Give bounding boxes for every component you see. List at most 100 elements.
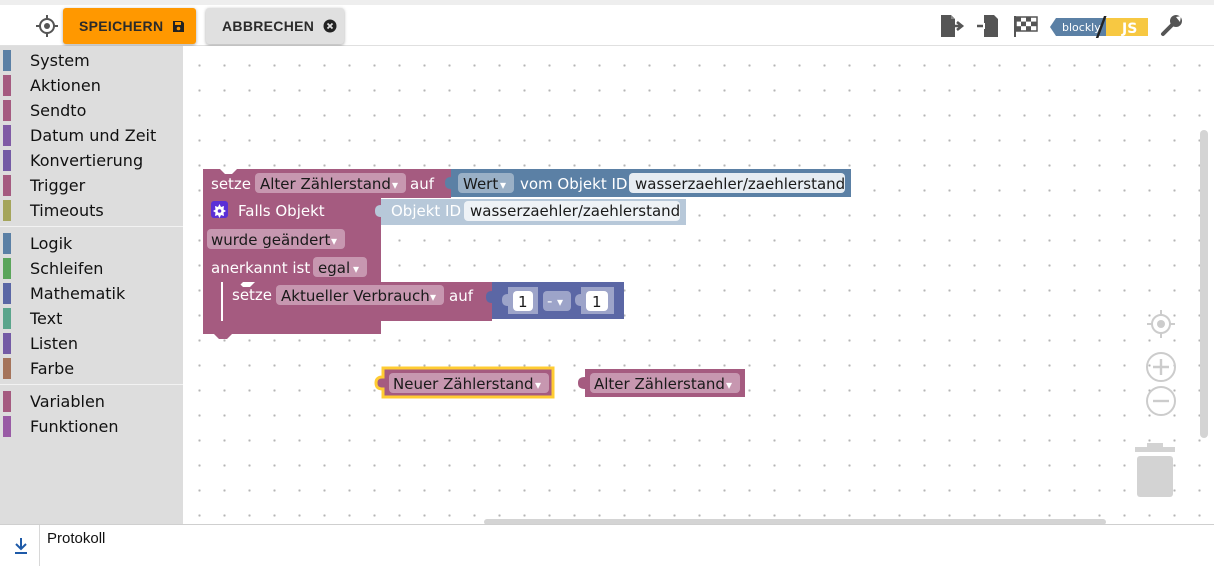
- log-title: Protokoll: [47, 530, 106, 547]
- category-label: Sendto: [30, 101, 87, 120]
- category-color-stripe: [3, 50, 11, 71]
- category-color-stripe: [3, 391, 11, 412]
- category-separator: [0, 384, 183, 385]
- js-text: JS: [1121, 21, 1137, 37]
- toolbox-category-text[interactable]: Text: [0, 306, 183, 331]
- set-label: setze: [232, 286, 272, 304]
- category-label: Aktionen: [30, 76, 101, 95]
- category-label: System: [30, 51, 90, 70]
- chevron-down-icon: ▾: [353, 262, 359, 276]
- from-object-label: vom Objekt ID: [520, 175, 627, 193]
- object-id-label: Objekt ID: [391, 202, 461, 220]
- center-workspace-icon[interactable]: [1147, 310, 1175, 338]
- variable-dropdown[interactable]: [389, 373, 549, 393]
- category-color-stripe: [3, 175, 11, 196]
- blockly-js-toggle[interactable]: blockly JS: [1050, 13, 1148, 42]
- category-separator: [0, 226, 183, 227]
- toolbox-category-variablen[interactable]: Variablen: [0, 389, 183, 414]
- to-label: auf: [410, 175, 435, 193]
- export-icon[interactable]: [938, 13, 966, 39]
- toolbox-category-datum-und-zeit[interactable]: Datum und Zeit: [0, 123, 183, 148]
- toolbar: SPEICHERN ABBRECHEN: [0, 0, 1214, 46]
- locate-icon[interactable]: [36, 15, 58, 37]
- trash-can-icon[interactable]: [1135, 443, 1175, 497]
- change-mode-dropdown[interactable]: [207, 229, 345, 249]
- toolbox-category-farbe[interactable]: Farbe: [0, 356, 183, 381]
- chevron-down-icon: ▾: [535, 378, 541, 392]
- variable-dropdown-text: Alter Zählerstand: [260, 175, 391, 193]
- category-label: Listen: [30, 334, 78, 353]
- category-color-stripe: [3, 125, 11, 146]
- trigger-object-id-text: wasserzaehler/zaehlerstand: [470, 202, 680, 220]
- number-a-field[interactable]: [513, 291, 533, 311]
- toolbox-category-listen[interactable]: Listen: [0, 331, 183, 356]
- category-label: Variablen: [30, 392, 105, 411]
- category-color-stripe: [3, 200, 11, 221]
- toolbox-category-system[interactable]: System: [0, 48, 183, 73]
- object-id-field[interactable]: [629, 173, 845, 193]
- download-icon[interactable]: [3, 525, 40, 566]
- toolbox-category-schleifen[interactable]: Schleifen: [0, 256, 183, 281]
- variable-dropdown[interactable]: [276, 285, 444, 305]
- chevron-down-icon: ▾: [500, 178, 506, 192]
- number-b-field[interactable]: [586, 291, 608, 311]
- zoom-in-icon[interactable]: [1146, 352, 1176, 382]
- category-color-stripe: [3, 416, 11, 437]
- toolbox-category-funktionen[interactable]: Funktionen: [0, 414, 183, 439]
- object-id-text: wasserzaehler/zaehlerstand: [635, 175, 845, 193]
- category-label: Timeouts: [30, 201, 104, 220]
- chevron-down-icon: ▾: [430, 290, 436, 304]
- wrench-icon[interactable]: [1158, 13, 1186, 39]
- category-label: Konvertierung: [30, 151, 144, 170]
- cancel-button[interactable]: ABBRECHEN: [206, 8, 344, 44]
- object-id-block[interactable]: Objekt ID wasserzaehler/zaehlerstand: [375, 199, 686, 225]
- category-label: Schleifen: [30, 259, 104, 278]
- if-object-label: Falls Objekt: [238, 202, 325, 220]
- floppy-disk-icon: [172, 20, 185, 33]
- import-icon[interactable]: [975, 13, 1003, 39]
- toolbox-category-trigger[interactable]: Trigger: [0, 173, 183, 198]
- trigger-on-change-block[interactable]: Falls Objekt wurde geändert ▾ anerkannt …: [203, 198, 381, 339]
- log-panel: Protokoll: [0, 524, 1214, 566]
- save-button[interactable]: SPEICHERN: [63, 8, 196, 44]
- number-a-text: 1: [518, 293, 528, 311]
- chevron-down-icon: ▾: [557, 295, 563, 309]
- trigger-object-id-field[interactable]: [464, 201, 680, 221]
- toolbox-category-timeouts[interactable]: Timeouts: [0, 198, 183, 223]
- set-variable-block-alter[interactable]: setze Alter Zählerstand ▾ auf: [203, 169, 451, 198]
- get-state-value-block[interactable]: Wert ▾ vom Objekt ID wasserzaehler/zaehl…: [445, 169, 851, 197]
- change-mode-text: wurde geändert: [211, 231, 331, 249]
- variable-dropdown[interactable]: [255, 173, 406, 193]
- category-color-stripe: [3, 358, 11, 379]
- horizontal-scrollbar[interactable]: [484, 519, 1106, 525]
- variable-get-block-neuer[interactable]: Neuer Zählerstand ▾: [374, 366, 555, 399]
- toolbox-category-aktionen[interactable]: Aktionen: [0, 73, 183, 98]
- toolbox-category-logik[interactable]: Logik: [0, 231, 183, 256]
- category-color-stripe: [3, 308, 11, 329]
- category-color-stripe: [3, 283, 11, 304]
- cancel-button-label: ABBRECHEN: [222, 18, 315, 34]
- value-mode-dropdown[interactable]: [458, 173, 514, 193]
- vertical-scrollbar[interactable]: [1200, 130, 1208, 438]
- toolbox-category-konvertierung[interactable]: Konvertierung: [0, 148, 183, 173]
- category-color-stripe: [3, 75, 11, 96]
- checkered-flag-icon[interactable]: [1012, 13, 1040, 39]
- variable-dropdown[interactable]: [590, 373, 740, 393]
- zoom-out-icon[interactable]: [1146, 386, 1176, 416]
- category-label: Logik: [30, 234, 73, 253]
- operator-dropdown[interactable]: [543, 291, 571, 311]
- category-label: Trigger: [30, 176, 86, 195]
- ack-dropdown[interactable]: [313, 257, 367, 277]
- category-color-stripe: [3, 333, 11, 354]
- save-button-label: SPEICHERN: [79, 18, 164, 34]
- set-variable-block-verbrauch[interactable]: setze Aktueller Verbrauch ▾ auf: [223, 282, 492, 326]
- toolbox-category-sendto[interactable]: Sendto: [0, 98, 183, 123]
- toolbox-category-mathematik[interactable]: Mathematik: [0, 281, 183, 306]
- category-label: Mathematik: [30, 284, 126, 303]
- close-circle-icon: [323, 19, 337, 33]
- toolbox-sidebar: System Aktionen Sendto Datum und Zeit Ko…: [0, 46, 183, 524]
- to-label: auf: [449, 287, 474, 305]
- variable-get-block-alter[interactable]: Alter Zählerstand ▾: [578, 369, 745, 397]
- number-b-text: 1: [592, 293, 602, 311]
- math-arithmetic-block[interactable]: 1 - ▾ 1: [486, 282, 624, 319]
